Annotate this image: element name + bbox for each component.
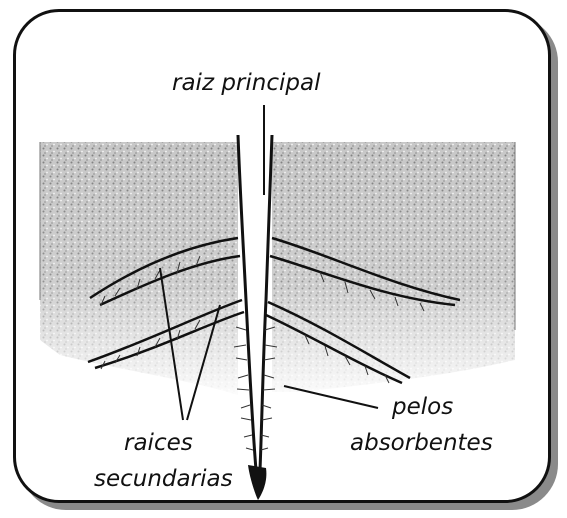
- root-hairs-label-line1: pelos: [392, 396, 453, 419]
- secondary-roots-label-line1: raices: [124, 432, 193, 455]
- secondary-roots-label-line2: secundarias: [94, 468, 233, 491]
- root-tip: [248, 465, 266, 500]
- main-root-label: raiz principal: [172, 72, 320, 95]
- root-hairs-label-line2: absorbentes: [350, 432, 493, 455]
